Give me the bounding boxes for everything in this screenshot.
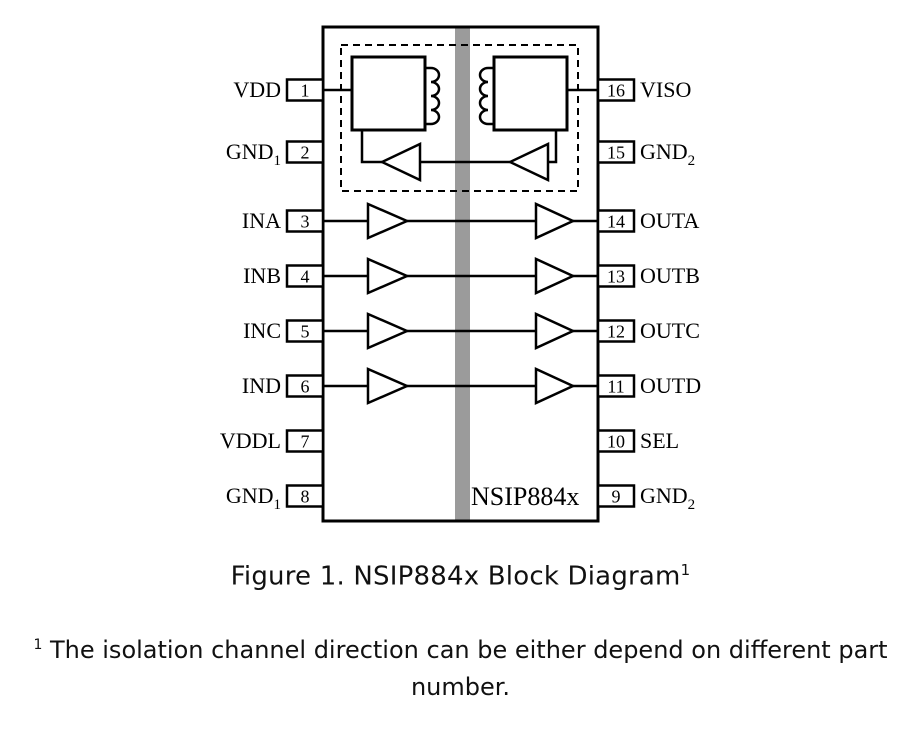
pin-right-sel: 10 SEL — [596, 428, 679, 453]
pin-left-ind: 6 IND — [242, 373, 325, 398]
channel-b-input-buffer — [366, 257, 411, 295]
pin-number: 10 — [607, 432, 625, 452]
pin-number-box — [596, 78, 636, 102]
transformer-secondary-coil — [478, 66, 494, 126]
channel-a-output-buffer — [534, 202, 576, 240]
feedback-line-right — [548, 130, 558, 164]
pin-number: 1 — [301, 81, 310, 101]
channel-d-output-buffer — [534, 367, 576, 405]
pin-left-ina: 3 INA — [242, 208, 325, 233]
pin-label: SEL — [640, 428, 679, 453]
pin-number: 13 — [607, 267, 625, 287]
feedback-path — [360, 130, 558, 182]
pin-label: OUTD — [640, 373, 701, 398]
pin-number: 3 — [301, 212, 310, 232]
pin-number-box — [285, 429, 325, 453]
pin-number: 8 — [301, 487, 310, 507]
pin-number-box — [285, 209, 325, 233]
pin-number-box — [285, 140, 325, 164]
pin-label: VISO — [640, 77, 691, 102]
pin-label: IND — [242, 373, 281, 398]
chip-name-label: NSIP884x — [471, 482, 579, 511]
channel-a-input-buffer — [366, 202, 411, 240]
figure-caption: Figure 1. NSIP884x Block Diagram1 — [0, 561, 921, 592]
transformer-secondary — [478, 55, 569, 132]
pin-label: INB — [243, 263, 281, 288]
channel-b-output-buffer — [534, 257, 576, 295]
pin-number-box — [596, 484, 636, 508]
pin-number: 2 — [301, 143, 310, 163]
feedback-line-left — [360, 130, 382, 164]
pin-number: 9 — [612, 487, 621, 507]
block-diagram: NSIP884x 1 VDD 2 GND1 3 INA 4 INB 5 INC — [220, 25, 701, 523]
pin-label: OUTC — [640, 318, 700, 343]
footnote-marker: 1 — [33, 636, 43, 653]
transformer-primary — [350, 55, 441, 132]
footnote-text: The isolation channel direction can be e… — [50, 635, 888, 701]
pin-left-inc: 5 INC — [243, 318, 325, 343]
pin-number-box — [285, 78, 325, 102]
pin-number-box — [596, 264, 636, 288]
pin-left-gnd1-bottom: 8 GND1 — [226, 483, 325, 513]
pin-right-outc: 12 OUTC — [596, 318, 700, 343]
pin-label: OUTA — [640, 208, 699, 233]
figure-caption-text: Figure 1. NSIP884x Block Diagram — [230, 561, 681, 592]
channel-c-input-buffer — [366, 312, 411, 350]
pin-right-outa: 14 OUTA — [596, 208, 699, 233]
pin-number: 4 — [301, 267, 310, 287]
figure-caption-superscript: 1 — [680, 561, 691, 579]
pin-label: GND1 — [226, 139, 281, 169]
pin-label: OUTB — [640, 263, 700, 288]
pin-label: INA — [242, 208, 281, 233]
pin-number: 16 — [607, 81, 625, 101]
pin-label: GND2 — [640, 483, 695, 513]
pin-left-vdd: 1 VDD — [233, 77, 325, 102]
pin-number-box — [596, 319, 636, 343]
pin-right-viso: 16 VISO — [596, 77, 691, 102]
transformer-primary-block — [350, 55, 427, 132]
pin-number-box — [285, 264, 325, 288]
pin-number: 5 — [301, 322, 310, 342]
pin-number-box — [596, 209, 636, 233]
channel-d-input-buffer — [366, 367, 411, 405]
pin-number-box — [285, 374, 325, 398]
channel-a — [323, 202, 598, 240]
pin-number: 11 — [607, 377, 624, 397]
pin-number-box — [596, 140, 636, 164]
transformer-secondary-block — [492, 55, 569, 132]
channel-c — [323, 312, 598, 350]
pin-number-box — [596, 429, 636, 453]
pin-number: 15 — [607, 143, 625, 163]
channel-b — [323, 257, 598, 295]
pin-label: VDDL — [220, 428, 281, 453]
pin-number: 14 — [607, 212, 625, 232]
pin-right-outb: 13 OUTB — [596, 263, 700, 288]
isolation-barrier — [455, 28, 470, 520]
pin-number-box — [285, 484, 325, 508]
pin-number: 6 — [301, 377, 310, 397]
pin-left-inb: 4 INB — [243, 263, 325, 288]
pin-number: 7 — [301, 432, 310, 452]
channel-d — [323, 367, 598, 405]
footnote: 1 The isolation channel direction can be… — [7, 632, 915, 706]
pin-left-vddl: 7 VDDL — [220, 428, 325, 453]
pin-right-gnd2-top: 15 GND2 — [596, 139, 695, 169]
pin-number-box — [285, 319, 325, 343]
pin-label: GND2 — [640, 139, 695, 169]
pin-number: 12 — [607, 322, 625, 342]
pin-label: INC — [243, 318, 281, 343]
pin-label: GND1 — [226, 483, 281, 513]
channel-c-output-buffer — [534, 312, 576, 350]
pin-right-gnd2-bottom: 9 GND2 — [596, 483, 695, 513]
pin-left-gnd1-top: 2 GND1 — [226, 139, 325, 169]
pin-label: VDD — [233, 77, 281, 102]
page: NSIP884x 1 VDD 2 GND1 3 INA 4 INB 5 INC — [0, 25, 921, 706]
pin-right-outd: 11 OUTD — [596, 373, 701, 398]
pin-number-box — [596, 374, 636, 398]
transformer-primary-coil — [425, 66, 441, 126]
